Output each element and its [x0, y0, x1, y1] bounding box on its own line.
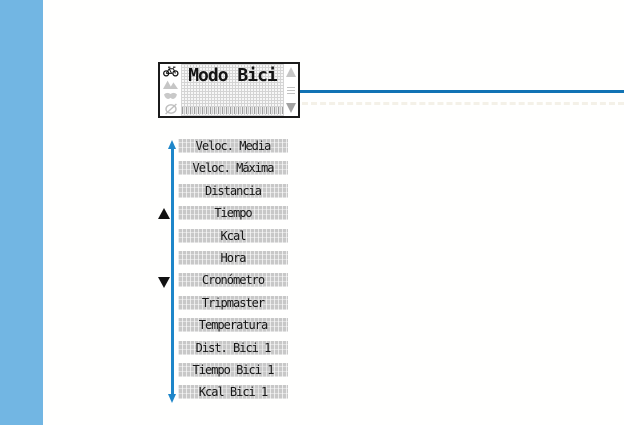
black-up-triangle-icon: [158, 208, 170, 219]
menu-item-label: Kcal Bici 1: [198, 385, 268, 400]
menu-item-label: Veloc. Máxima: [192, 161, 274, 176]
hands-icon: [163, 90, 178, 102]
lcd-mode-title: Modo Bici: [188, 65, 278, 86]
menu-item-label: Hora: [220, 250, 246, 265]
menu-item-label: Distancia: [204, 183, 262, 198]
menu-item-label: Tiempo: [214, 206, 253, 221]
menu-item: Tiempo: [178, 206, 288, 221]
bike-icon: [162, 65, 179, 77]
menu-item: Tiempo Bici 1: [178, 362, 288, 377]
vertical-double-arrow: [168, 140, 177, 403]
menu-item: Distancia: [178, 183, 288, 198]
lcd-dot-matrix-area: Modo Bici: [181, 64, 284, 116]
black-down-triangle-icon: [158, 277, 170, 288]
device-lcd-screen: Modo Bici: [158, 62, 300, 118]
menu-item: Hora: [178, 250, 288, 265]
arrowhead-up-icon: [168, 140, 176, 149]
menu-item: Kcal: [178, 228, 288, 243]
menu-item: Cronómetro: [178, 273, 288, 288]
scroll-down-icon: [286, 103, 296, 113]
menu-item-label: Tiempo Bici 1: [192, 362, 274, 377]
arrowhead-down-icon: [168, 394, 176, 403]
scroll-thumb: [287, 86, 295, 94]
menu-item-label: Veloc. Media: [195, 139, 271, 153]
lcd-scrollbar: [284, 64, 298, 116]
menu-item-label: Temperatura: [198, 318, 268, 333]
compass-icon: [164, 103, 178, 115]
menu-item: Veloc. Máxima: [178, 161, 288, 176]
horizontal-callout-line: [300, 90, 624, 93]
menu-item: Dist. Bici 1: [178, 340, 288, 355]
faint-dashed-line: [302, 102, 624, 105]
menu-item-label: Dist. Bici 1: [195, 340, 271, 355]
menu-item-label: Cronómetro: [201, 273, 265, 288]
menu-item: Kcal Bici 1: [178, 385, 288, 400]
menu-list: Veloc. Media Veloc. Máxima Distancia Tie…: [178, 139, 288, 408]
menu-item: Temperatura: [178, 318, 288, 333]
page-margin-bar: [0, 0, 43, 425]
menu-item: Veloc. Media: [178, 139, 288, 153]
lcd-bottom-segment-strip: [182, 107, 283, 114]
lcd-mode-icon-column: [160, 64, 181, 116]
menu-item-label: Tripmaster: [201, 295, 265, 310]
mountains-icon: [163, 78, 178, 90]
arrow-shaft: [171, 146, 174, 397]
menu-item-label: Kcal: [220, 228, 246, 243]
menu-item: Tripmaster: [178, 295, 288, 310]
scroll-up-icon: [286, 67, 296, 77]
